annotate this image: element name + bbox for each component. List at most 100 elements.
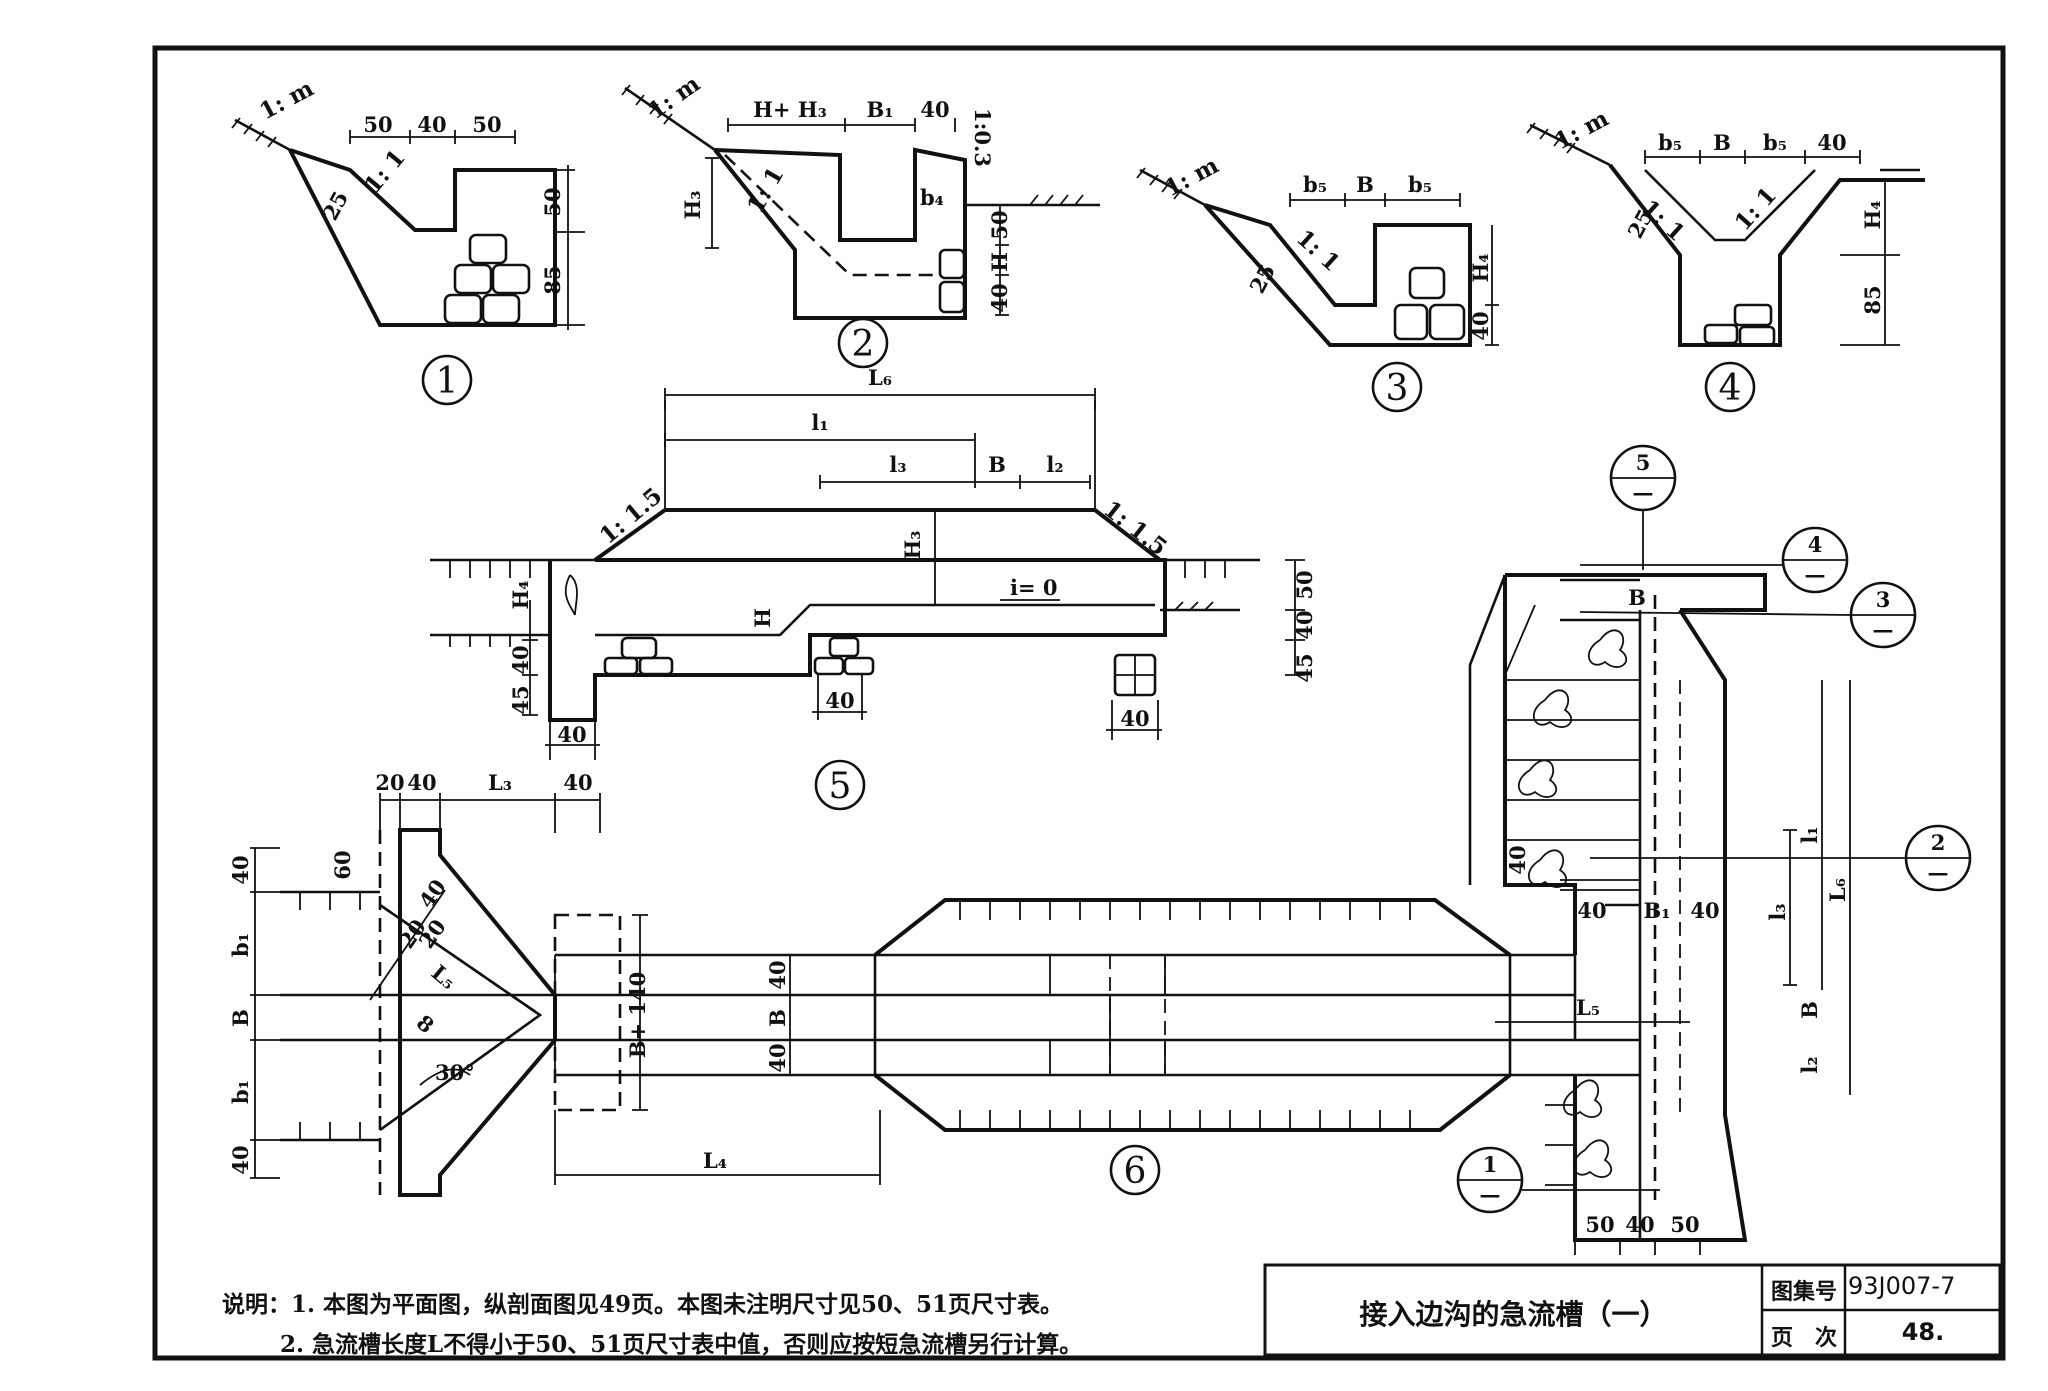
d5-r40: 40 xyxy=(1292,610,1317,639)
d6-t20: 20 xyxy=(375,770,404,795)
page-label: 页 次 xyxy=(1770,1326,1837,1351)
detail-1-slope: 1: m xyxy=(255,75,318,126)
atlas-label: 图集号 xyxy=(1770,1280,1837,1305)
svg-text:2: 2 xyxy=(852,324,875,365)
section-number-3: 3 xyxy=(1371,361,1423,413)
d6-Bp140: B+ 140 xyxy=(625,972,650,1059)
d6-d8: 8 xyxy=(412,1010,439,1039)
d5-w3: 40 xyxy=(1120,706,1149,731)
d6-s40b: 40 xyxy=(228,1145,253,1174)
d6-r40b: 40 xyxy=(1690,898,1719,923)
detail-2: 1: m 1: 1 H+ H₃ B₁ 40 1:0.3 H₃ b₄ 50 H 4… xyxy=(621,70,1100,320)
detail-4-w40: 40 xyxy=(1817,130,1846,155)
sheet-border xyxy=(152,45,2006,1361)
detail-2-h40: 40 xyxy=(987,283,1012,312)
detail-3-slope: 1: m xyxy=(1160,152,1223,203)
detail-3-b5b: b₅ xyxy=(1408,172,1432,197)
svg-text:—: — xyxy=(1480,1182,1501,1207)
d5-H4: H₄ xyxy=(508,580,533,609)
svg-text:5: 5 xyxy=(829,766,852,807)
d5-l2: l₂ xyxy=(1046,452,1063,477)
svg-text:4: 4 xyxy=(1719,368,1742,409)
d5-l3: l₃ xyxy=(889,452,906,477)
d6-t40: 40 xyxy=(407,770,436,795)
d6-d40: 40 xyxy=(414,875,451,913)
detail-4-B: B xyxy=(1713,130,1731,155)
d6-c40a: 40 xyxy=(765,960,790,989)
d6-t40b: 40 xyxy=(563,770,592,795)
d5-w2: 40 xyxy=(825,688,854,713)
svg-text:3: 3 xyxy=(1876,587,1891,612)
d6-L4: L₄ xyxy=(703,1148,727,1173)
note-line-1: 说明：1. 本图为平面图，纵剖面图见49页。本图未注明尺寸见50、51页尺寸表。 xyxy=(222,1291,1064,1318)
section-number-4: 4 xyxy=(1704,361,1756,413)
detail-6: 20 40 L₃ 40 40 60 b₁ B b₁ 40 40 20 20 L₅… xyxy=(228,573,1851,1255)
d5-l45: 45 xyxy=(508,685,533,714)
detail-1-inner-slope: 1: 1 xyxy=(359,144,411,199)
detail-4: 1: m 1: 1 1: 1 b₅ B b₅ 40 25 H₄ 85 xyxy=(1526,105,1925,347)
detail-3-t: 25 xyxy=(1244,260,1280,298)
detail-2-h50: 50 xyxy=(987,210,1012,239)
d6-b1b: b₁ xyxy=(228,1080,253,1104)
detail-3-B: B xyxy=(1356,172,1374,197)
cut-marker-1: 1 — xyxy=(1456,1146,1660,1214)
svg-text:—: — xyxy=(1633,480,1654,505)
d5-H3: H₃ xyxy=(900,530,925,559)
section-number-6: 6 xyxy=(1109,1144,1161,1196)
d5-r45: 45 xyxy=(1292,653,1317,682)
detail-2-b4: b₄ xyxy=(920,185,944,210)
svg-text:3: 3 xyxy=(1386,368,1409,409)
d6-s60: 60 xyxy=(330,850,355,879)
detail-1: 1: m 1: 1 50 40 50 25 50 85 xyxy=(231,75,585,330)
title-block xyxy=(1263,1263,2002,1357)
cut-marker-5: 5 — xyxy=(1609,444,1677,570)
svg-text:5: 5 xyxy=(1636,450,1651,475)
detail-3-inner-slope: 1: 1 xyxy=(1291,224,1345,277)
page-number: 48. xyxy=(1901,1318,1945,1346)
d6-rL5: L₅ xyxy=(1576,995,1600,1020)
detail-1-w2: 40 xyxy=(417,112,446,137)
svg-text:4: 4 xyxy=(1808,532,1823,557)
svg-text:1: 1 xyxy=(436,361,459,402)
d6-L5: L₅ xyxy=(427,960,461,995)
d6-s40a: 40 xyxy=(228,855,253,884)
section-number-1: 1 xyxy=(421,354,473,406)
d5-i: i= 0 xyxy=(1010,575,1058,600)
d6-rl3: l₃ xyxy=(1765,903,1790,920)
detail-2-top3: 40 xyxy=(920,97,949,122)
detail-2-top2: B₁ xyxy=(867,97,894,122)
d6-b40: 40 xyxy=(1625,1212,1654,1237)
cut-marker-2: 2 — xyxy=(1590,824,1972,892)
svg-text:—: — xyxy=(1873,617,1894,642)
detail-2-top1: H+ H₃ xyxy=(753,97,827,122)
cut-marker-4: 4 — xyxy=(1580,526,1849,594)
detail-1-w3: 50 xyxy=(472,112,501,137)
note-line-2: 2. 急流槽长度L不得小于50、51页尺寸表中值，否则应按短急流槽另行计算。 xyxy=(280,1331,1083,1358)
d6-L3: L₃ xyxy=(488,770,512,795)
cut-marker-3: 3 — xyxy=(1579,581,1917,649)
section-number-5: 5 xyxy=(814,759,866,811)
d6-rl1: l₁ xyxy=(1797,826,1822,843)
svg-text:2: 2 xyxy=(1931,830,1946,855)
detail-4-h85: 85 xyxy=(1860,285,1885,314)
d6-rL6: L₆ xyxy=(1825,878,1850,902)
detail-3: 1: m 1: 1 b₅ B b₅ 25 H₄ 40 xyxy=(1136,152,1499,347)
detail-4-slope: 1: m xyxy=(1550,105,1613,156)
detail-4-b5b: b₅ xyxy=(1763,130,1787,155)
d5-r50: 50 xyxy=(1292,570,1317,599)
detail-2-side-slope: 1:0.3 xyxy=(970,108,995,167)
d5-l40: 40 xyxy=(508,645,533,674)
detail-3-b5a: b₅ xyxy=(1303,172,1327,197)
d6-B: B xyxy=(228,1009,253,1027)
detail-1-h2: 85 xyxy=(540,265,565,294)
d5-slope-right: 1: 1.5 xyxy=(1098,495,1172,561)
detail-5: L₆ l₁ l₃ B l₂ 1: 1.5 1: 1.5 H₃ H₄ H i= 0 xyxy=(430,365,1317,760)
d6-Bm: B xyxy=(1628,585,1646,610)
d6-d20b: 20 xyxy=(414,915,451,953)
drawing-title: 接入边沟的急流槽（一） xyxy=(1359,1298,1668,1331)
atlas-number: 93J007-7 xyxy=(1848,1272,1956,1300)
d6-b50b: 50 xyxy=(1670,1212,1699,1237)
detail-2-h3: H₃ xyxy=(680,190,705,219)
d6-v40: 40 xyxy=(1505,845,1530,874)
